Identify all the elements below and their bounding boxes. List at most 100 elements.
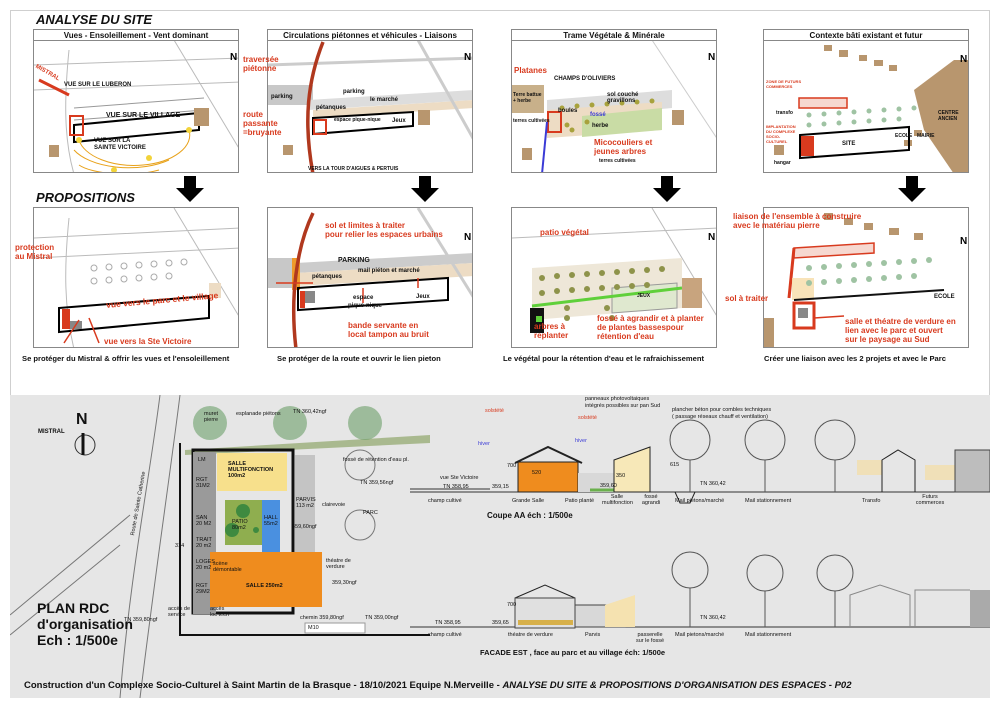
label-sol-couche: sol couché gravillons	[607, 92, 639, 104]
label-hiver: hiver	[478, 441, 490, 447]
label-line: arbres à	[534, 322, 566, 331]
label-petanques: pétanques	[312, 274, 343, 280]
room-salle-multifonction: SALLE MULTIFONCTION 100m2	[228, 461, 274, 479]
caption-mistral: Se protéger du Mistral & offrir les vues…	[22, 354, 230, 363]
svg-text:N: N	[230, 52, 237, 63]
label-line: salle et théatre de verdure en	[845, 317, 956, 326]
plans-section: MISTRAL N muret pierre esplanade piétons…	[10, 395, 990, 698]
label-line: fossé à agrandir et à planter	[597, 314, 704, 323]
site-map-drawing: N	[268, 208, 472, 347]
caption-route: Se protéger de la route et ouvrir le lie…	[277, 354, 441, 363]
label-solstice: solstété	[485, 408, 504, 414]
site-map-drawing: N	[512, 208, 716, 333]
label-mail-pieton: mail piéton et marché	[358, 268, 420, 274]
room-lm: LM	[198, 457, 206, 463]
room-trait: TRAIT 20 m2	[196, 537, 212, 549]
label-line: liaison de l'ensemble à construire	[733, 212, 862, 221]
section-propositions-title: PROPOSITIONS	[36, 190, 135, 205]
facade-level-tn: TN 358,95	[435, 620, 461, 626]
label-mistral: MISTRAL	[38, 429, 65, 435]
space-champ: champ cultivé	[428, 498, 462, 504]
label-line: avec le matériau pierre	[733, 221, 820, 230]
label-terres-cultivees-2: terres cultivées	[599, 158, 636, 164]
annot-plancher-2: ( passage réseaux chauff et ventilation)	[672, 414, 768, 420]
label-site: SITE	[842, 141, 856, 147]
label-scene: scène démontable	[213, 561, 242, 573]
svg-text:N: N	[708, 232, 715, 243]
coupe-title: Coupe AA éch : 1/500e	[487, 511, 573, 520]
room-salle: SALLE 250m2	[246, 583, 283, 589]
label-line: traversée	[243, 55, 279, 64]
annot-plancher: plancher béton pour combles techniques	[672, 407, 772, 413]
label-mairie: MAIRIE	[917, 133, 935, 139]
label-parvis: PARVIS 113 m2	[296, 497, 316, 509]
footer-sheet-title: ANALYSE DU SITE & PROPOSITIONS D'ORGANIS…	[502, 680, 852, 691]
label-tn1: TN 360,42ngf	[293, 409, 327, 415]
level-359-15: 359,15	[492, 484, 509, 490]
space-mail-stationnement: Mail stationnement	[745, 498, 792, 504]
plan-drawing	[10, 395, 990, 698]
room-patio: PATIO 80m2	[232, 519, 248, 531]
plan-title-line: d'organisation	[37, 616, 133, 632]
label-fosse: fossé de rétention d'eau pl.	[343, 457, 409, 463]
label-esplanade: esplanade piétons	[236, 411, 281, 417]
label-muret: muret pierre	[204, 411, 219, 423]
svg-text:N: N	[960, 54, 967, 65]
label-boules: boules	[558, 108, 578, 114]
panel-proposition-liaison: N ECOLE	[763, 207, 969, 348]
panel-trame-vegetale: Trame Végétale & Minérale N CHAMPS D'OLI…	[511, 29, 717, 173]
label-line: bande servante en	[348, 321, 419, 330]
label-line: protection	[15, 243, 55, 252]
space-mail-pietons: Mail pietons/marché	[675, 498, 725, 504]
label-niveau: 359,60ngf	[292, 524, 317, 530]
label-herbe: herbe	[592, 123, 609, 129]
label-line: lien avec le parc et ouvert	[845, 326, 943, 335]
label-jeux: JEUX	[637, 293, 651, 299]
label-line: de plantes bassespour	[597, 323, 684, 332]
label-ecole: ECOLE	[895, 133, 913, 139]
label-line: passante	[243, 119, 278, 128]
label-line: piétonne	[243, 64, 277, 73]
site-map-drawing	[34, 208, 238, 347]
facade-mail-stationnement: Mail stationnement	[745, 632, 792, 638]
space-salle-multi: Salle multifonction	[602, 494, 633, 506]
label-petanques: pétanques	[316, 105, 347, 111]
label-line: au Mistral	[15, 252, 53, 261]
svg-text:N: N	[960, 236, 967, 247]
panel-title: Circulations piétonnes et véhicules - Li…	[268, 30, 472, 41]
label-victoire: SAINTE VICTOIRE	[94, 145, 146, 151]
site-map-drawing: N	[268, 39, 472, 172]
label-parc: PARC	[363, 510, 378, 516]
site-map-drawing: N	[34, 39, 238, 172]
panel-title: Trame Végétale & Minérale	[512, 30, 716, 41]
panel-proposition-mistral: vue vers le parc et le village vue vers …	[33, 207, 239, 348]
label-chemin: chemin 359,80ngf	[300, 615, 344, 621]
room-rgt-1: RGT 31M2	[196, 477, 210, 489]
site-map-drawing: N	[764, 213, 967, 347]
panel-vues: Vues - Ensoleillement - Vent dominant N …	[33, 29, 239, 173]
caption-vegetal: Le végétal pour la rétention d'eau et le…	[503, 354, 704, 363]
plan-title-line: PLAN RDC	[37, 600, 110, 616]
room-loges: LOGES 20 m2	[196, 559, 215, 571]
panel-circulations: Circulations piétonnes et véhicules - Li…	[267, 29, 473, 173]
space-futurs-commerces: Futurs commerces	[915, 494, 945, 506]
label-marche: le marché	[370, 97, 399, 103]
label-champs: CHAMPS D'OLIVIERS	[554, 76, 616, 82]
label-pique-nique: pique-nique	[348, 303, 382, 309]
label-parking-2: parking	[343, 89, 365, 95]
facade-mail-pietons: Mail pietons/marché	[675, 632, 725, 638]
annot-panneaux: panneaux photovoltaiques	[585, 396, 650, 402]
level-vue: vue Ste Victoire	[440, 475, 479, 481]
facade-champ: champ cultivé	[428, 632, 462, 638]
label-ecole: ECOLE	[934, 294, 955, 300]
label-sainte: VUE SUR LA	[94, 138, 131, 144]
label-solstice-2: solstété	[578, 415, 597, 421]
svg-text:N: N	[464, 232, 471, 243]
